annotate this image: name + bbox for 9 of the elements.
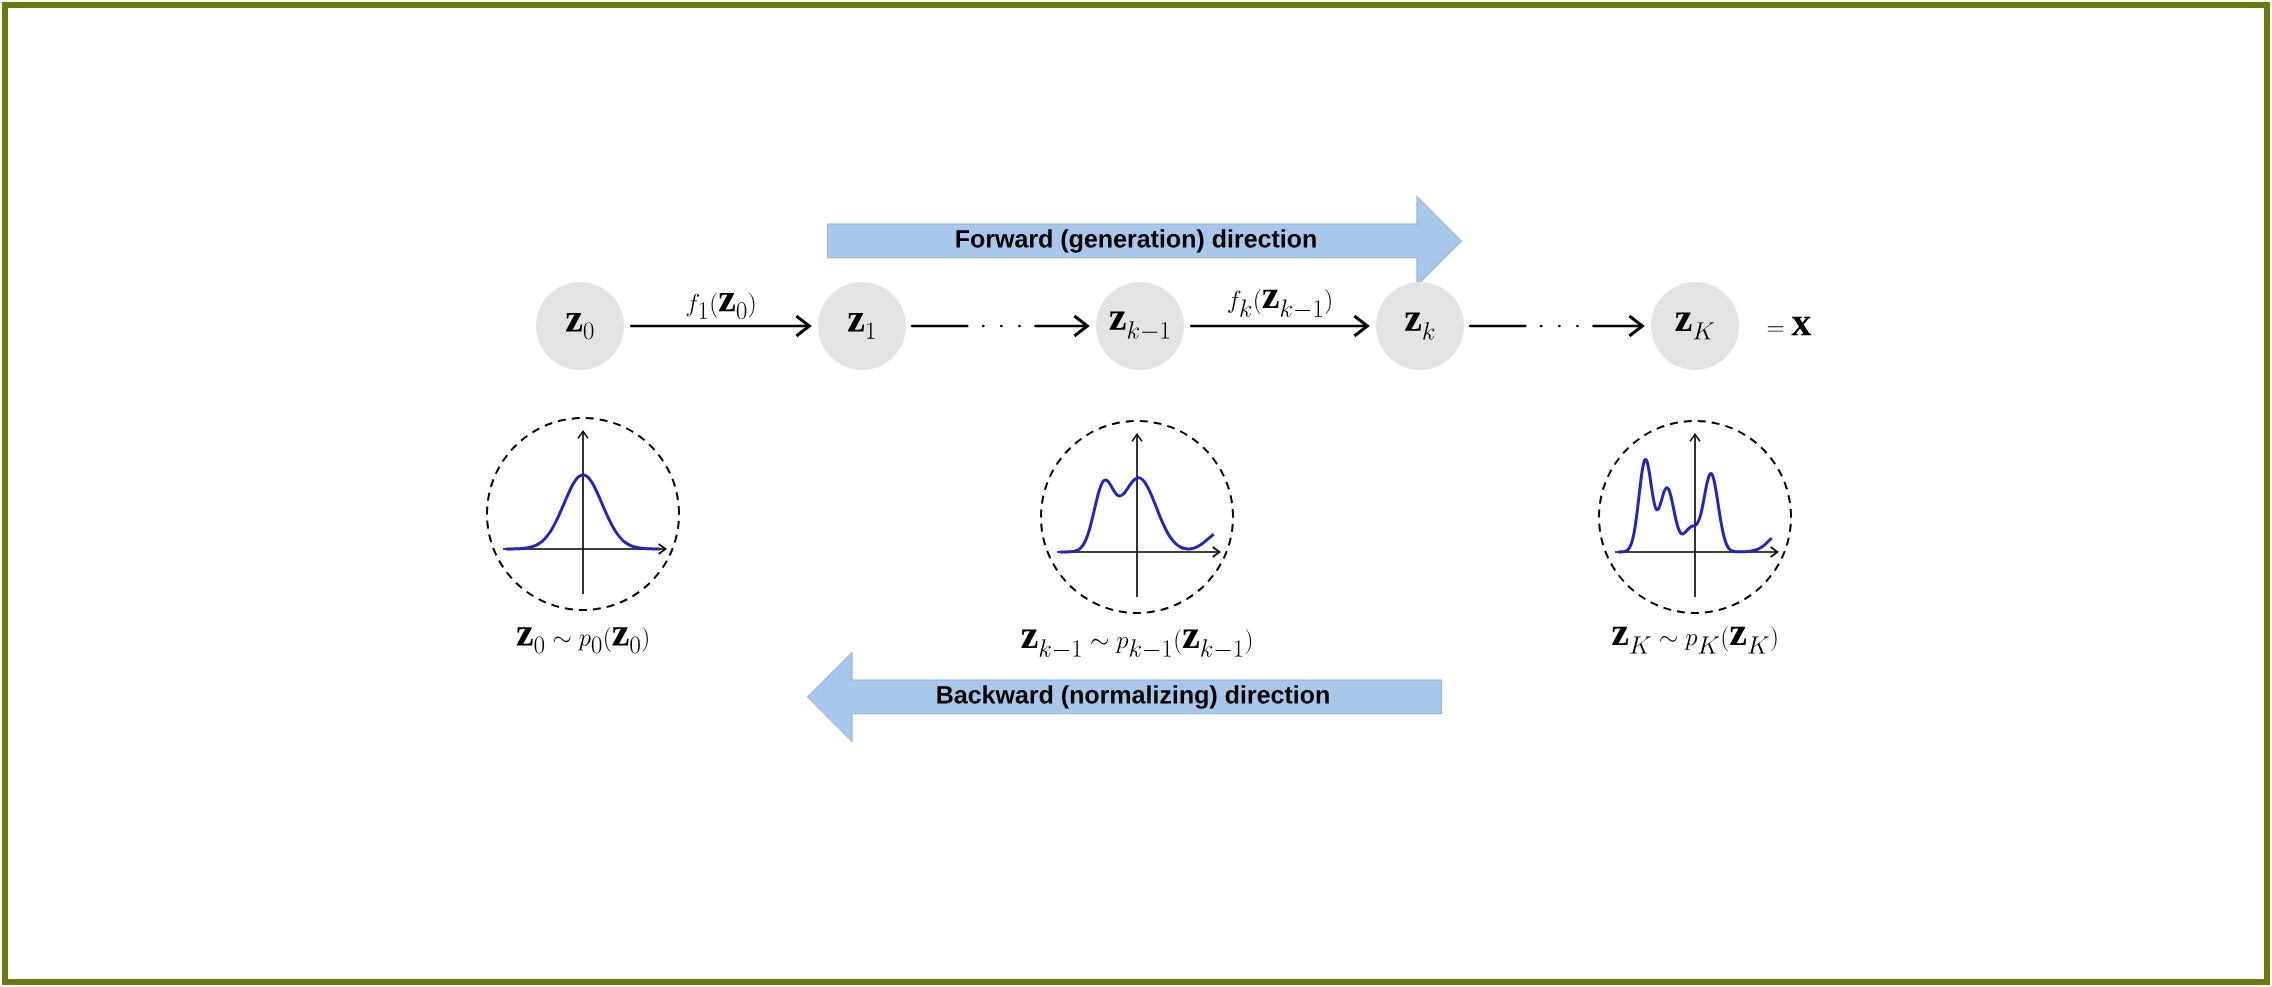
edge-label: $f_1(\mathbf{z}_0)$ [684, 291, 758, 320]
equation-text: $= \mathbf{x}$ [1767, 316, 1812, 336]
edge-label: $f_k(\mathbf{z}_{k-1})$ [1225, 288, 1335, 320]
arrow [1190, 314, 1370, 338]
arrow [910, 314, 1090, 338]
node-label: $\mathbf{z}_K \sim p_K(\mathbf{z}_K)$ [1612, 626, 1777, 654]
arrow [1468, 314, 1645, 338]
arrow [630, 314, 812, 338]
node-label: $\mathbf{z}_0 \sim p_0(\mathbf{z}_0)$ [516, 626, 648, 654]
